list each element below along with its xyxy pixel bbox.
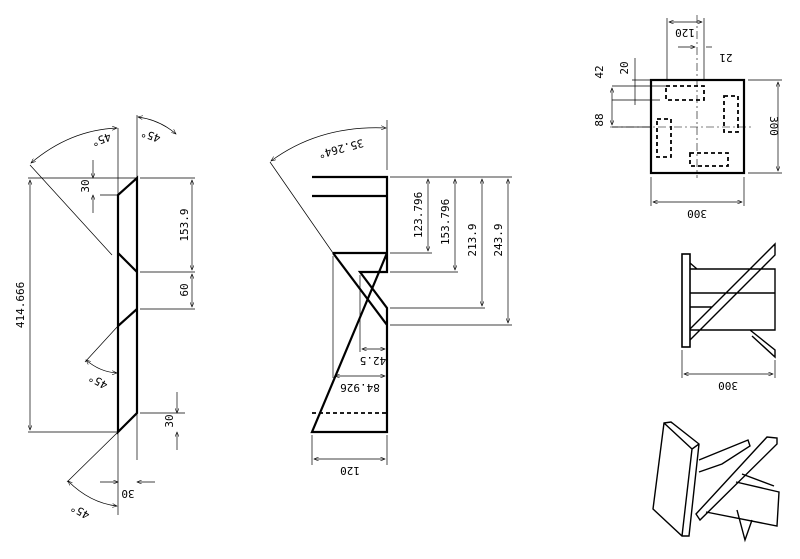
angle-cut: 35.264°: [317, 136, 365, 161]
top-view: 120 21 42 20 88 300 300: [593, 15, 782, 220]
dim-cut-depth: 84.926: [340, 381, 380, 394]
angle-bottom: 45°: [68, 500, 92, 521]
dim-height: 300: [767, 116, 780, 136]
dim-middle-segment: 60: [178, 283, 191, 296]
dim-offset-21: 21: [719, 51, 732, 64]
dim-bottom-offset: 30: [163, 414, 176, 427]
bottom-view: 300: [681, 242, 776, 392]
dim-slot-bottom: 243.9: [492, 223, 505, 256]
angle-top-left: 45°: [90, 130, 113, 149]
side-view: 414.666 30 153.9 60 30 30 45° 45° 45° 45…: [14, 115, 195, 522]
dim-top-offset: 30: [79, 179, 92, 192]
dim-notch-top: 123.796: [412, 192, 425, 238]
dim-notch-bottom: 153.796: [439, 199, 452, 245]
angle-top-right: 45°: [139, 126, 162, 145]
dim-length: 300: [718, 379, 738, 392]
isometric-view: [652, 421, 780, 543]
dim-thickness: 30: [121, 487, 134, 500]
dim-slot-top: 213.9: [466, 223, 479, 256]
dim-slot-depth: 42.5: [360, 354, 387, 367]
dim-slot-width: 120: [675, 26, 695, 39]
dim-offset-20: 20: [618, 61, 631, 74]
dim-width: 120: [340, 464, 360, 477]
dim-offset-88: 88: [593, 113, 606, 126]
dim-overall-length: 414.666: [14, 282, 27, 328]
dim-width: 300: [687, 207, 707, 220]
angle-middle: 45°: [86, 370, 110, 391]
dim-upper-segment: 153.9: [178, 208, 191, 241]
front-view: 123.796 153.796 213.9 243.9 42.5 84.926 …: [269, 120, 512, 477]
dim-offset-42: 42: [593, 65, 606, 78]
